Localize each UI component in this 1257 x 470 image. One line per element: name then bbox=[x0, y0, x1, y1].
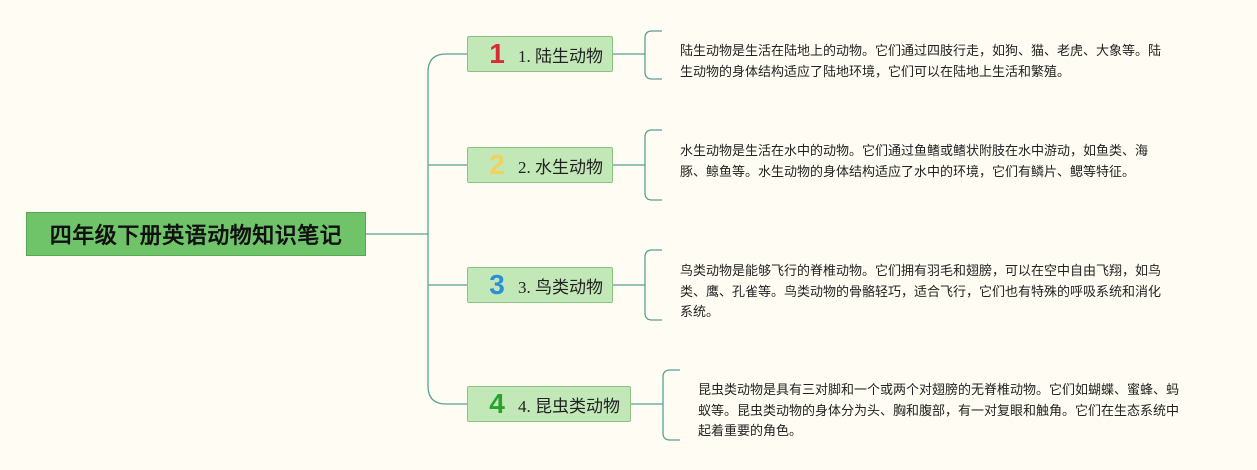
description-aquatic-animals: 水生动物是生活在水中的动物。它们通过鱼鳍或鳍状附肢在水中游动，如鱼类、海豚、鲸鱼… bbox=[680, 144, 1149, 180]
description-insects: 昆虫类动物是具有三对脚和一个或两个对翅膀的无脊椎动物。它们如蝴蝶、蜜蜂、蚂蚁等。… bbox=[698, 383, 1180, 439]
description-land-animals: 陆生动物是生活在陆地上的动物。它们通过四肢行走，如狗、猫、老虎、大象等。陆生动物… bbox=[680, 44, 1162, 80]
number-one-icon: 1 bbox=[489, 38, 505, 69]
branch-node-land-animals[interactable]: 1 1. 陆生动物 bbox=[467, 36, 613, 72]
root-node-title[interactable]: 四年级下册英语动物知识笔记 bbox=[26, 212, 366, 256]
desc-bracket-1 bbox=[644, 30, 662, 80]
branch-label-aquatic-animals: 2. 水生动物 bbox=[518, 157, 603, 177]
branch-label-land-animals: 1. 陆生动物 bbox=[518, 46, 603, 66]
trunk-line bbox=[427, 53, 467, 405]
branch-node-aquatic-animals[interactable]: 2 2. 水生动物 bbox=[467, 147, 613, 183]
number-four-icon: 4 bbox=[489, 388, 505, 419]
desc-bracket-4 bbox=[662, 369, 680, 441]
desc-bracket-3 bbox=[644, 249, 662, 321]
branch-node-insects[interactable]: 4 4. 昆虫类动物 bbox=[467, 386, 631, 422]
branch-label-birds: 3. 鸟类动物 bbox=[518, 277, 603, 297]
number-two-icon: 2 bbox=[489, 149, 505, 180]
desc-bracket-2 bbox=[644, 129, 662, 201]
branch-label-insects: 4. 昆虫类动物 bbox=[518, 396, 620, 416]
branch-node-birds[interactable]: 3 3. 鸟类动物 bbox=[467, 267, 613, 303]
description-birds: 鸟类动物是能够飞行的脊椎动物。它们拥有羽毛和翅膀，可以在空中自由飞翔，如鸟类、鹰… bbox=[680, 264, 1162, 320]
number-three-icon: 3 bbox=[489, 269, 505, 300]
